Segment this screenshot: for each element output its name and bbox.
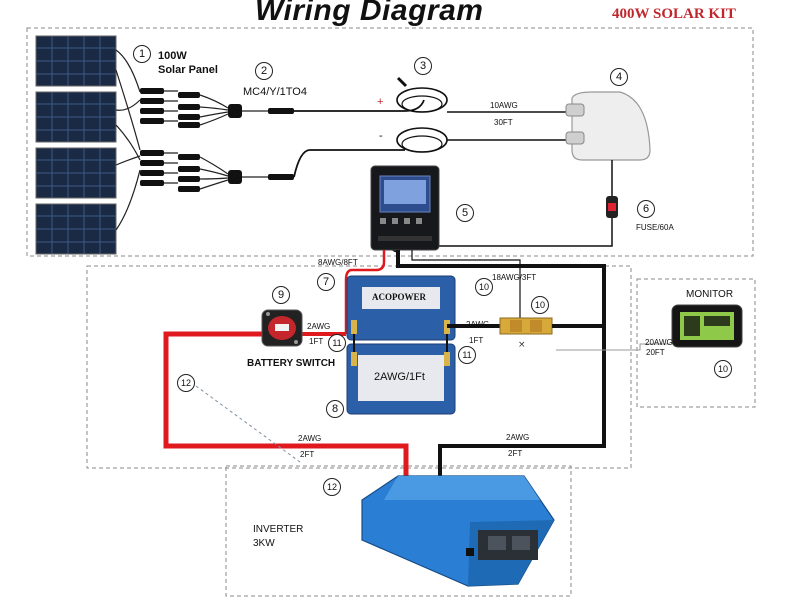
solar-panel <box>35 91 117 143</box>
switch-length-label: 1FT <box>309 337 324 346</box>
callout-2: 2 <box>255 62 273 80</box>
battery-bottom <box>346 343 456 415</box>
inverter-positive-length-label: 2FT <box>300 450 315 459</box>
panel-label-line1: 100W <box>158 50 187 62</box>
battery-switch-label: BATTERY SWITCH <box>247 358 336 369</box>
battery-monitor <box>671 304 743 348</box>
monitor-cable <box>556 343 670 351</box>
callout-10-shunt-wire: 10 <box>475 278 493 296</box>
solar-panel <box>35 147 117 199</box>
cable-entry-gland <box>565 91 651 161</box>
minus-sign: - <box>379 130 383 142</box>
inverter-label-line2: 3KW <box>253 538 275 549</box>
fuse-controller-wire <box>409 218 613 247</box>
panel-leads <box>115 49 141 231</box>
panel-label-line2: Solar Panel <box>158 64 218 76</box>
monitor-length-label: 20FT <box>646 348 665 357</box>
inline-fuse <box>606 196 618 218</box>
inverter-positive-wire <box>163 331 409 476</box>
inverter-label-line1: INVERTER <box>253 524 304 535</box>
branch-label: MC4/Y/1TO4 <box>243 86 307 98</box>
callout-12-inverter: 12 <box>323 478 341 496</box>
callout-1: 1 <box>133 45 151 63</box>
inverter <box>361 475 555 587</box>
callout-6: 6 <box>637 200 655 218</box>
battery-top <box>346 275 456 341</box>
fuse-label: FUSE/60A <box>636 223 674 232</box>
monitor-label: MONITOR <box>686 289 734 300</box>
solar-panel <box>35 203 117 255</box>
callout-9: 9 <box>272 286 290 304</box>
inverter-negative-gauge-label: 2AWG <box>506 433 530 442</box>
solar-panels <box>35 35 117 255</box>
callout-7: 7 <box>317 273 335 291</box>
pv-gauge-label: 10AWG <box>490 101 518 110</box>
switch-gauge-label: 2AWG <box>307 322 331 331</box>
inverter-section-box <box>225 465 572 597</box>
battery-cable-label: 2AWG/1Ft <box>374 371 425 383</box>
controller-gauge-label: 8AWG/8FT <box>318 258 358 267</box>
callout-11-left: 11 <box>328 334 346 352</box>
monitor-section-box <box>636 278 756 408</box>
shunt-gauge-label: 2AWG <box>466 320 490 329</box>
battery-section-box <box>86 265 632 469</box>
callout-10-shunt: 10 <box>531 296 549 314</box>
callout-11-right: 11 <box>458 346 476 364</box>
remote-cable <box>195 385 301 463</box>
shunt: × <box>499 317 553 350</box>
mc4-branch-connectors <box>140 88 294 192</box>
pv-length-label: 30FT <box>494 118 513 127</box>
callout-4: 4 <box>610 68 628 86</box>
shunt-length-label: 1FT <box>469 336 484 345</box>
battery-brand: ACOPOWER <box>372 292 426 302</box>
monitor-gauge-label: 20AWG <box>645 338 673 347</box>
callout-3: 3 <box>414 57 432 75</box>
solar-section-box <box>26 27 754 257</box>
shunt-sense-gauge-label: 18AWG/3FT <box>492 273 537 282</box>
charge-controller <box>370 165 440 251</box>
callout-5: 5 <box>456 204 474 222</box>
callout-12-cable: 12 <box>177 374 195 392</box>
shunt-sense-wire <box>411 250 521 330</box>
inverter-negative-length-label: 2FT <box>508 449 523 458</box>
kit-label: 400W SOLAR KIT <box>612 6 736 22</box>
battery-switch <box>261 309 303 347</box>
controller-positive-wire <box>344 250 386 334</box>
pv-cables <box>293 76 572 178</box>
callout-10-monitor: 10 <box>714 360 732 378</box>
svg-text:×: × <box>518 340 526 350</box>
callout-8: 8 <box>326 400 344 418</box>
page-title: Wiring Diagram <box>255 0 484 27</box>
plus-sign: + <box>377 96 384 108</box>
solar-panel <box>35 35 117 87</box>
inverter-positive-gauge-label: 2AWG <box>298 434 322 443</box>
